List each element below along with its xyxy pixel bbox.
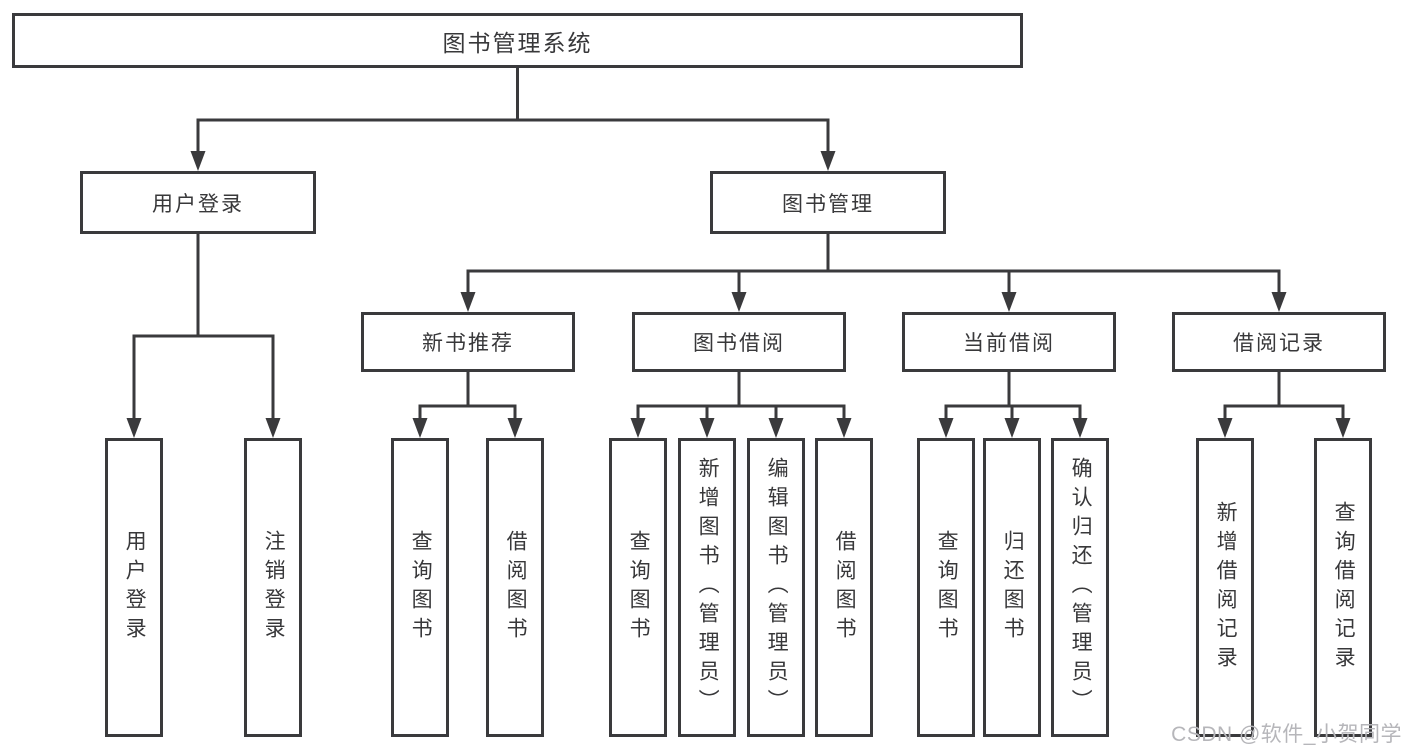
node-current-borrow-label: 当前借阅 bbox=[963, 332, 1055, 355]
node-current-borrow: 当前借阅 bbox=[902, 312, 1116, 372]
arrowhead bbox=[1072, 418, 1088, 438]
leaf-br-add-record: 新增借阅记录 bbox=[1196, 438, 1254, 737]
arrowhead bbox=[1271, 292, 1287, 312]
arrowhead bbox=[938, 418, 954, 438]
node-user-login: 用户登录 bbox=[80, 171, 316, 234]
node-book-borrow: 图书借阅 bbox=[632, 312, 846, 372]
connector-bookborrow-children bbox=[636, 372, 846, 420]
leaf-user-login-label: 用户登录 bbox=[123, 529, 147, 646]
leaf-bb-edit-book-admin-label: 编辑图书（管理员） bbox=[765, 457, 789, 718]
arrowhead bbox=[265, 418, 281, 438]
leaf-bb-query-book: 查询图书 bbox=[609, 438, 667, 737]
leaf-bb-add-book-admin-label: 新增图书（管理员） bbox=[696, 457, 720, 718]
leaf-rec-query-book: 查询图书 bbox=[391, 438, 449, 737]
leaf-bb-borrow-book: 借阅图书 bbox=[815, 438, 873, 737]
csdn-watermark: CSDN @软件_小贺同学 bbox=[1171, 723, 1402, 746]
connector-user-login-children bbox=[132, 234, 275, 420]
leaf-rec-query-book-label: 查询图书 bbox=[409, 529, 433, 646]
arrowhead bbox=[1335, 418, 1351, 438]
leaf-rec-borrow-book-label: 借阅图书 bbox=[504, 529, 528, 646]
leaf-cb-query-book: 查询图书 bbox=[917, 438, 975, 737]
arrowhead bbox=[190, 151, 206, 171]
node-book-manage-label: 图书管理 bbox=[782, 192, 874, 216]
node-book-manage: 图书管理 bbox=[710, 171, 946, 234]
arrowhead bbox=[460, 292, 476, 312]
connector-record-children bbox=[1223, 372, 1345, 420]
connector-root-to-level2 bbox=[196, 68, 830, 152]
arrowhead bbox=[699, 418, 715, 438]
leaf-bb-borrow-book-label: 借阅图书 bbox=[833, 529, 857, 646]
arrowhead bbox=[1001, 292, 1017, 312]
leaf-logout-label: 注销登录 bbox=[262, 529, 286, 646]
leaf-cb-return-book: 归还图书 bbox=[983, 438, 1041, 737]
node-book-management-system: 图书管理系统 bbox=[12, 13, 1023, 68]
arrowhead bbox=[412, 418, 428, 438]
leaf-br-query-record-label: 查询借阅记录 bbox=[1332, 500, 1356, 675]
node-new-book-recommend: 新书推荐 bbox=[361, 312, 575, 372]
arrowhead bbox=[630, 418, 646, 438]
node-book-borrow-label: 图书借阅 bbox=[693, 332, 785, 355]
arrowhead bbox=[507, 418, 523, 438]
connector-newrec-children bbox=[418, 372, 517, 420]
leaf-cb-confirm-return-admin-label: 确认归还（管理员） bbox=[1069, 457, 1093, 718]
leaf-cb-return-book-label: 归还图书 bbox=[1001, 529, 1025, 646]
connector-current-children bbox=[944, 372, 1082, 420]
node-borrow-record-label: 借阅记录 bbox=[1233, 332, 1325, 355]
arrowhead bbox=[1217, 418, 1233, 438]
node-borrow-record: 借阅记录 bbox=[1172, 312, 1386, 372]
arrowhead bbox=[731, 292, 747, 312]
arrowhead bbox=[820, 151, 836, 171]
node-user-login-label: 用户登录 bbox=[152, 192, 244, 216]
leaf-br-query-record: 查询借阅记录 bbox=[1314, 438, 1372, 737]
node-book-management-system-label: 图书管理系统 bbox=[442, 29, 593, 56]
leaf-bb-query-book-label: 查询图书 bbox=[627, 529, 651, 646]
arrowhead bbox=[1004, 418, 1020, 438]
leaf-rec-borrow-book: 借阅图书 bbox=[486, 438, 544, 737]
arrowhead bbox=[836, 418, 852, 438]
arrowhead bbox=[126, 418, 142, 438]
connector-book-manage-children bbox=[466, 234, 1281, 294]
leaf-logout: 注销登录 bbox=[244, 438, 302, 737]
leaf-cb-query-book-label: 查询图书 bbox=[935, 529, 959, 646]
leaf-bb-edit-book-admin: 编辑图书（管理员） bbox=[747, 438, 805, 737]
leaf-user-login: 用户登录 bbox=[105, 438, 163, 737]
arrowhead bbox=[768, 418, 784, 438]
leaf-bb-add-book-admin: 新增图书（管理员） bbox=[678, 438, 736, 737]
leaf-cb-confirm-return-admin: 确认归还（管理员） bbox=[1051, 438, 1109, 737]
node-new-book-recommend-label: 新书推荐 bbox=[422, 332, 514, 355]
leaf-br-add-record-label: 新增借阅记录 bbox=[1214, 500, 1238, 675]
